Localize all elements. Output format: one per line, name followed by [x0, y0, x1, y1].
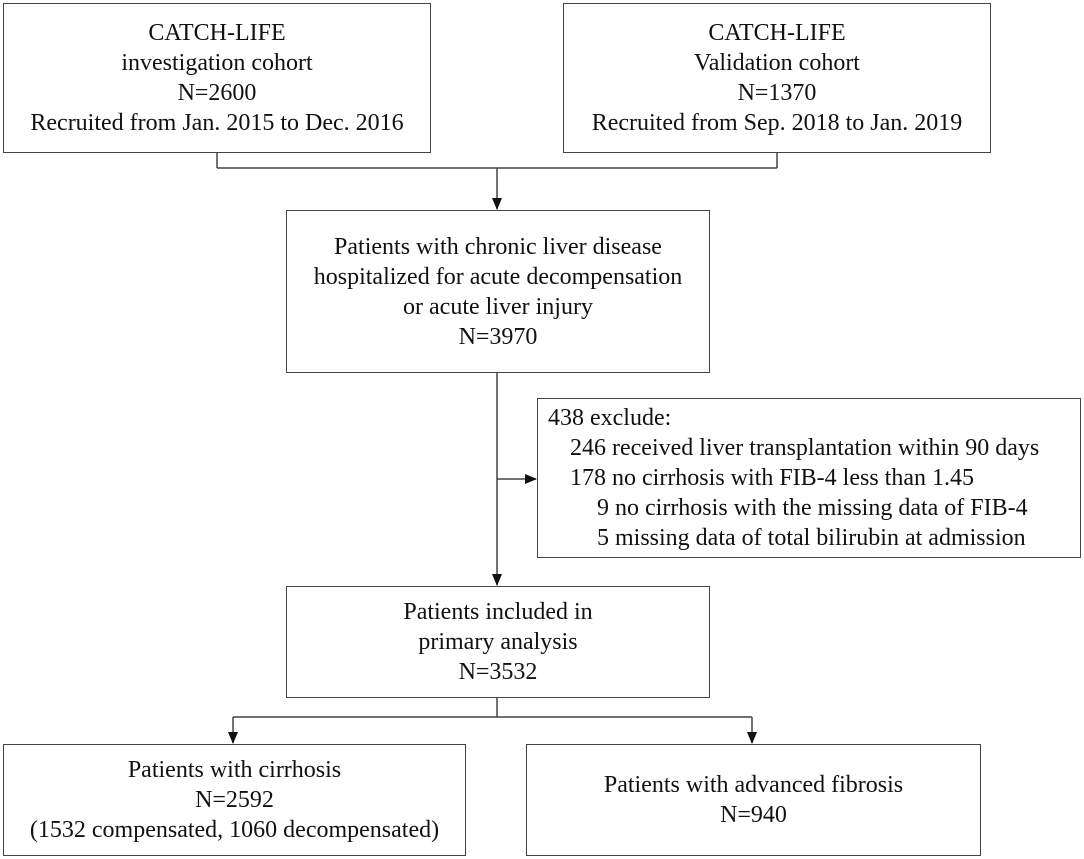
primary-analysis-box: Patients included in primary analysis N=…	[286, 586, 710, 698]
cirrhosis-line-3: (1532 compensated, 1060 decompensated)	[29, 817, 440, 843]
validation-line-2: Validation cohort	[694, 50, 860, 76]
investigation-cohort-box: CATCH-LIFE investigation cohort N=2600 R…	[3, 3, 431, 153]
hospitalized-line-4: N=3970	[458, 323, 538, 350]
fibrosis-line-1: Patients with advanced fibrosis	[603, 772, 904, 798]
cirrhosis-line-1: Patients with cirrhosis	[127, 757, 342, 783]
exclusion-item: 178 no cirrhosis with FIB-4 less than 1.…	[570, 465, 974, 491]
investigation-line-3: N=2600	[177, 80, 257, 106]
investigation-line-1: CATCH-LIFE	[148, 20, 286, 46]
hospitalized-line-1: Patients with chronic liver disease	[334, 233, 662, 260]
exclusion-box: 438 exclude: 246 received liver transpla…	[537, 398, 1081, 558]
validation-cohort-box: CATCH-LIFE Validation cohort N=1370 Recr…	[563, 3, 991, 153]
primary-line-2: primary analysis	[418, 629, 578, 655]
primary-line-1: Patients included in	[403, 599, 593, 625]
hospitalized-line-3: or acute liver injury	[403, 293, 593, 320]
hospitalized-patients-box: Patients with chronic liver disease hosp…	[286, 210, 710, 373]
advanced-fibrosis-box: Patients with advanced fibrosis N=940	[526, 744, 981, 856]
validation-line-4: Recruited from Sep. 2018 to Jan. 2019	[591, 110, 963, 136]
investigation-line-4: Recruited from Jan. 2015 to Dec. 2016	[30, 110, 404, 136]
cirrhosis-box: Patients with cirrhosis N=2592 (1532 com…	[3, 744, 466, 856]
primary-line-3: N=3532	[458, 659, 538, 685]
exclusion-item: 9 no cirrhosis with the missing data of …	[597, 495, 1028, 521]
validation-line-3: N=1370	[737, 80, 817, 106]
exclusion-item: 5 missing data of total bilirubin at adm…	[597, 525, 1026, 551]
exclusion-title: 438 exclude:	[548, 405, 672, 431]
exclusion-item: 246 received liver transplantation withi…	[570, 435, 1040, 461]
validation-line-1: CATCH-LIFE	[708, 20, 846, 46]
investigation-line-2: investigation cohort	[121, 50, 313, 76]
fibrosis-line-2: N=940	[720, 802, 787, 828]
cirrhosis-line-2: N=2592	[195, 787, 274, 813]
hospitalized-line-2: hospitalized for acute decompensation	[313, 263, 683, 290]
